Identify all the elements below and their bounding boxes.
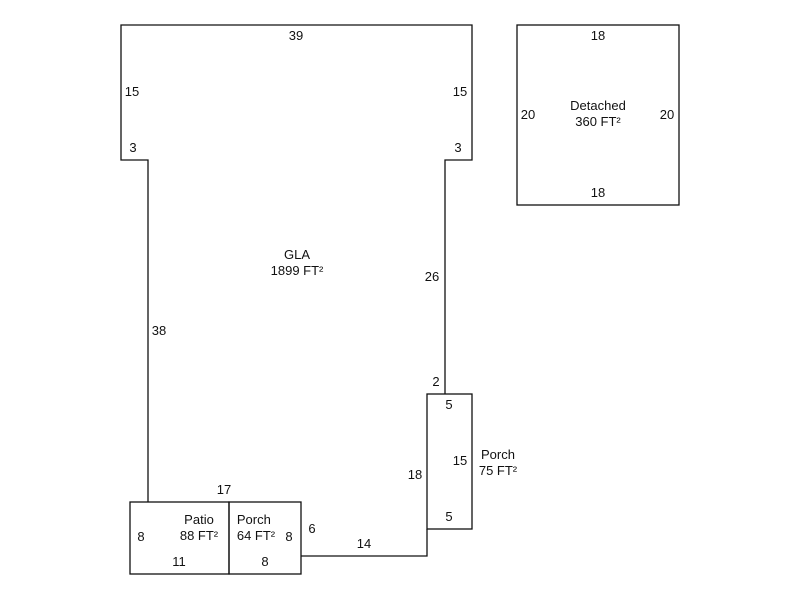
dim-gla-bottom-left: 17 <box>216 482 232 497</box>
dim-gla-right-upper: 15 <box>452 84 468 99</box>
dim-gla-right-step: 3 <box>454 140 462 155</box>
gla-outline-lower <box>301 529 428 557</box>
porch-right-outline <box>426 393 473 530</box>
dim-porch-right-top: 5 <box>445 397 453 412</box>
dim-porch-right-bottom: 5 <box>445 509 453 524</box>
dim-porch-right-side: 15 <box>452 453 468 468</box>
dim-patio-left: 8 <box>137 529 145 544</box>
dim-gla-bottom-small: 6 <box>308 521 316 536</box>
dim-gla-right: 26 <box>424 269 440 284</box>
dim-porch-bottom-bottom: 8 <box>261 554 269 569</box>
dim-detached-left: 20 <box>520 107 536 122</box>
dim-gla-right-lower: 18 <box>407 467 423 482</box>
dim-gla-left-upper: 15 <box>124 84 140 99</box>
dim-gla-bottom-right: 14 <box>356 536 372 551</box>
detached-outline <box>516 24 680 206</box>
dim-detached-right: 20 <box>659 107 675 122</box>
dim-gla-top: 39 <box>288 28 304 43</box>
dim-detached-bottom: 18 <box>590 185 606 200</box>
porch-bottom-outline <box>228 501 302 575</box>
dim-gla-right-step2: 2 <box>432 374 440 389</box>
gla-outline <box>120 24 473 502</box>
dim-porch-bottom-right: 8 <box>285 529 293 544</box>
dim-gla-left: 38 <box>151 323 167 338</box>
dim-detached-top: 18 <box>590 28 606 43</box>
dim-gla-left-step: 3 <box>129 140 137 155</box>
dim-patio-bottom: 11 <box>172 554 186 569</box>
